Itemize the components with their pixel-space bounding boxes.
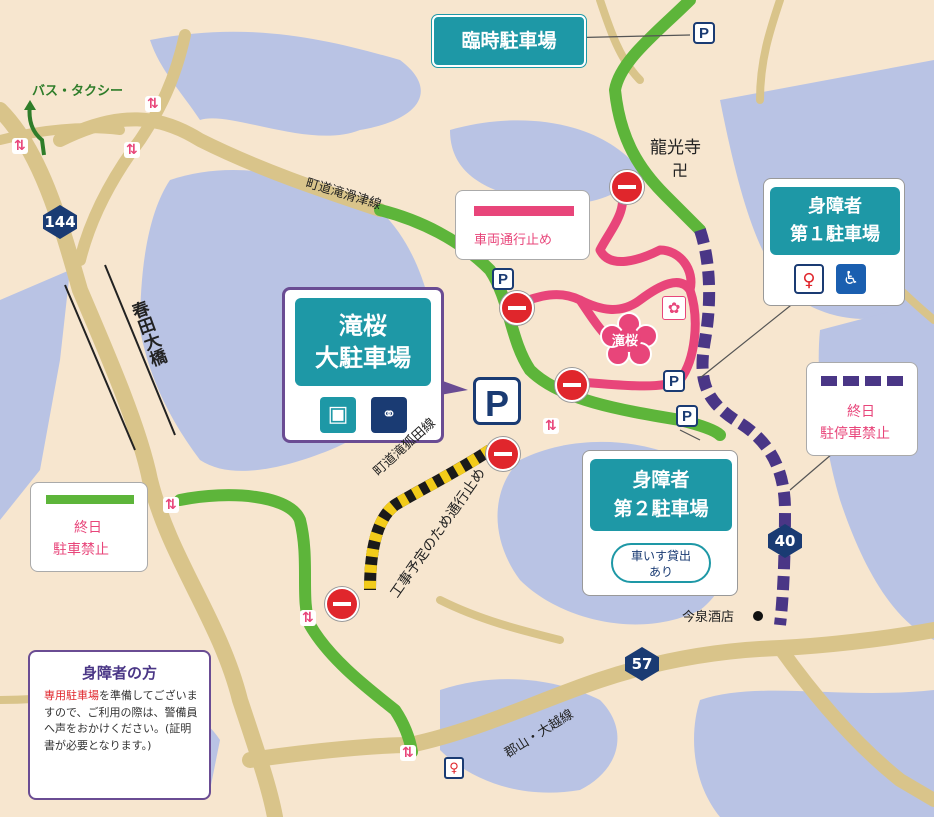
no-parking-swatch [46, 495, 134, 504]
no-entry-icon [486, 437, 520, 471]
disabled-info-panel: 身障者の方 専用駐車場を準備してございますので、ご利用の際は、警備員へ声をおかけ… [28, 650, 211, 800]
no-stop-swatch [821, 376, 905, 386]
wheelchair-rental-note: 車いす貸出 あり [611, 543, 711, 583]
disabled-parking-2-line2: 第２駐車場 [613, 498, 709, 520]
twoway-icon: ⇅ [124, 142, 140, 158]
imaizumi-sake-label: 今泉酒店 [682, 610, 735, 625]
twoway-icon: ⇅ [543, 418, 559, 434]
bus-arrow-icon [24, 100, 46, 156]
cherry-blossom-icon [600, 312, 658, 366]
construction-road-stripes [364, 445, 494, 591]
disabled-parking-2-callout: 身障者 第２駐車場 車いす貸出 あり [582, 450, 738, 596]
disabled-info-highlight: 専用駐車場 [44, 689, 99, 702]
big-parking-title-line2: 大駐車場 [315, 344, 411, 372]
big-parking-pointer [440, 380, 468, 395]
temp-parking-p-icon: P [693, 22, 715, 44]
no-entry-icon [555, 368, 589, 402]
wheelchair-note-line2: あり [648, 565, 673, 579]
bus-icon: ▣ [320, 397, 356, 433]
twoway-icon: ⇅ [400, 745, 416, 761]
no-entry-icon [325, 587, 359, 621]
bus-taxi-label: バス・タクシー [32, 84, 124, 99]
parking-p-icon: P [663, 370, 685, 392]
disabled-parking-1-line2: 第１駐車場 [790, 224, 880, 245]
big-parking-p-text: P [484, 383, 509, 424]
no-parking-line1: 終日 [74, 520, 102, 536]
parking-p-icon: P [676, 405, 698, 427]
wheelchair-icon: ♿ [836, 264, 866, 294]
takizakura-label: 滝桜 [612, 334, 639, 349]
route-144-label: 144 [44, 213, 76, 231]
temple-icon: 卍 [672, 161, 689, 180]
no-stop-line1: 終日 [847, 404, 875, 420]
temp-parking-callout: 臨時駐車場 [432, 15, 586, 67]
disabled-parking-2-title: 身障者 第２駐車場 [590, 459, 732, 531]
no-stop-route [694, 228, 792, 626]
closed-road-legend: 車両通行止め [455, 190, 590, 260]
disabled-parking-1-title: 身障者 第１駐車場 [770, 187, 900, 255]
no-parking-legend: 終日 駐車禁止 [30, 482, 148, 572]
route-40-label: 40 [774, 532, 796, 550]
restroom-icon: ♀ [794, 264, 824, 294]
twoway-icon: ⇅ [300, 610, 316, 626]
temp-parking-label: 臨時駐車場 [461, 30, 557, 52]
restroom-icon: ♀ [444, 757, 464, 779]
motorcycle-icon: ⚭ [371, 397, 407, 433]
twoway-icon: ⇅ [163, 497, 179, 513]
no-stop-line2: 駐停車禁止 [820, 426, 890, 442]
small-blossom-icon: ✿ [662, 296, 686, 320]
twoway-icon: ⇅ [145, 96, 161, 112]
no-entry-icon [500, 291, 534, 325]
disabled-parking-1-line1: 身障者 [808, 196, 862, 217]
shop-dot-icon [753, 611, 763, 621]
no-entry-icon [610, 170, 644, 204]
wheelchair-note-line1: 車いす貸出 [630, 549, 691, 563]
no-parking-line2: 駐車禁止 [53, 542, 109, 558]
disabled-info-text: を準備してございますので、ご利用の際は、警備員へ声をおかけください。(証明書が必… [44, 689, 198, 752]
bridge-icon [64, 264, 176, 451]
ryukoji-label: 龍光寺 [650, 138, 701, 158]
closed-road-swatch [474, 206, 574, 216]
big-parking-p-icon: P [473, 377, 521, 425]
closed-road-text: 車両通行止め [474, 233, 553, 248]
twoway-icon: ⇅ [12, 138, 28, 154]
disabled-info-title: 身障者の方 [81, 664, 157, 682]
disabled-info-body: 専用駐車場を準備してございますので、ご利用の際は、警備員へ声をおかけください。(… [44, 688, 202, 754]
disabled-parking-1-callout: 身障者 第１駐車場 ♀ ♿ [763, 178, 905, 306]
disabled-parking-2-line1: 身障者 [632, 469, 690, 491]
big-parking-title-line1: 滝桜 [339, 312, 387, 340]
no-stop-legend: 終日 駐停車禁止 [806, 362, 918, 456]
route-57-label: 57 [631, 655, 653, 673]
parking-p-icon: P [492, 268, 514, 290]
big-parking-callout: 滝桜 大駐車場 ▣ ⚭ [282, 287, 444, 443]
big-parking-title: 滝桜 大駐車場 [295, 298, 431, 386]
